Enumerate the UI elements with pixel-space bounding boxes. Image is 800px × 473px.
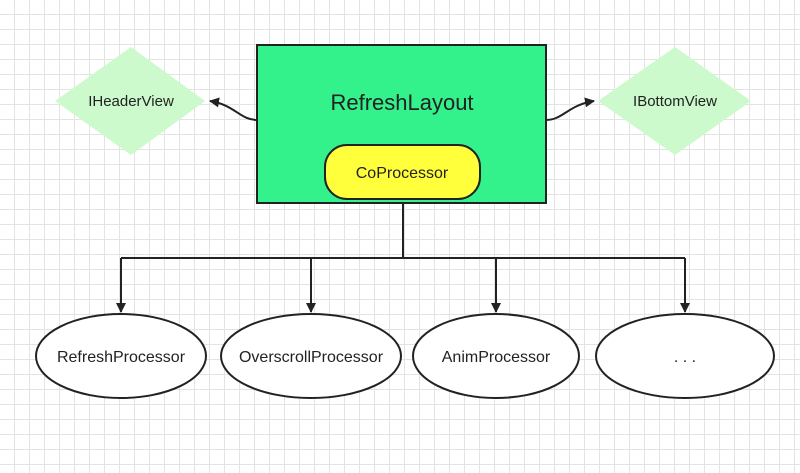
bottom-view-diamond <box>598 47 751 155</box>
overscroll-processor-node <box>220 313 402 399</box>
refresh-processor-label: RefreshProcessor <box>57 349 186 366</box>
more-processors-label: . . . <box>674 349 696 366</box>
bottom-view-connector <box>545 97 595 121</box>
header-view-diamond <box>55 47 205 155</box>
co-processor-label: CoProcessor <box>356 165 449 182</box>
header-view-label: IHeaderView <box>88 93 174 110</box>
more-processors-node <box>595 313 775 399</box>
co-processor-box <box>324 144 481 200</box>
bottom-view-label: IBottomView <box>633 93 717 110</box>
anim-processor-node <box>412 313 580 399</box>
header-view-connector <box>209 97 258 121</box>
anim-processor-label: AnimProcessor <box>442 349 551 366</box>
overscroll-processor-label: OverscrollProcessor <box>239 349 384 366</box>
refresh-layout-label: RefreshLayout <box>330 90 473 115</box>
refresh-processor-node <box>35 313 207 399</box>
